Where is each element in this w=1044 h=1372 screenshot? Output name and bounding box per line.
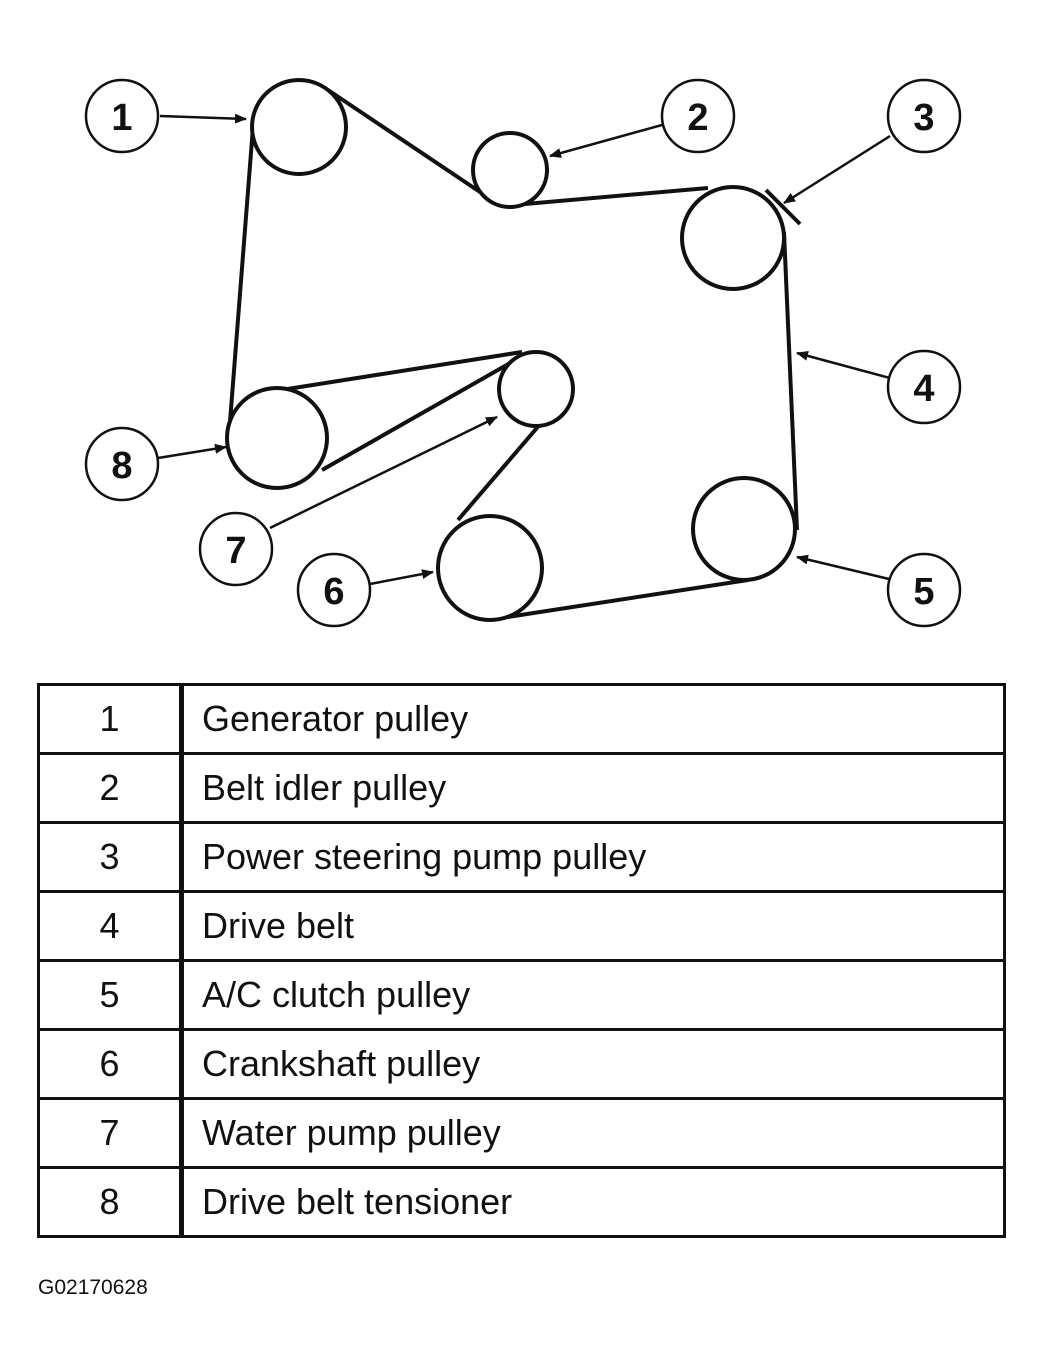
legend-row: 2 Belt idler pulley [37, 752, 1006, 824]
legend-number: 6 [37, 1028, 183, 1100]
callout-1-label: 1 [111, 97, 132, 139]
callout-1-arrow [159, 113, 247, 124]
ac-clutch-pulley [691, 476, 797, 582]
callout-2-label: 2 [687, 97, 708, 139]
legend-label: A/C clutch pulley [179, 959, 1006, 1031]
legend-label: Drive belt tensioner [179, 1166, 1006, 1238]
callout-4-label: 4 [913, 368, 934, 410]
callout-8-circle [84, 426, 160, 502]
legend-label: Belt idler pulley [179, 752, 1006, 824]
callout-3-circle [886, 78, 962, 154]
legend-label: Generator pulley [179, 683, 1006, 755]
callout-2-circle [660, 78, 736, 154]
legend-label: Power steering pump pulley [179, 821, 1006, 893]
legend-row: 8 Drive belt tensioner [37, 1166, 1006, 1238]
callout-3-label: 3 [913, 97, 934, 139]
callout-4-arrow [796, 351, 891, 380]
callout-3-arrow [783, 134, 891, 205]
legend-label: Water pump pulley [179, 1097, 1006, 1169]
callout-4-circle [886, 349, 962, 425]
drive-belt [228, 88, 802, 622]
drive-belt-tensioner [225, 386, 329, 490]
crankshaft-pulley [436, 514, 544, 622]
legend-number: 8 [37, 1166, 183, 1238]
generator-pulley [250, 78, 348, 176]
power-steering-pump-pulley [680, 185, 786, 291]
figure-code: G02170628 [38, 1276, 148, 1299]
callout-6-arrow [369, 569, 434, 586]
callout-7-arrow [269, 415, 498, 530]
legend-table: 1 Generator pulley 2 Belt idler pulley 3… [37, 683, 1006, 1238]
callout-8-arrow [157, 443, 227, 460]
legend-number: 2 [37, 752, 183, 824]
callout-7-label: 7 [225, 530, 246, 572]
callout-5-arrow [796, 554, 890, 581]
belt-routing-diagram: 1 2 3 4 5 6 7 8 [84, 78, 962, 628]
legend-number: 1 [37, 683, 183, 755]
belt-idler-pulley [471, 131, 549, 209]
callout-5-circle [886, 552, 962, 628]
legend-row: 3 Power steering pump pulley [37, 821, 1006, 893]
legend-number: 4 [37, 890, 183, 962]
water-pump-pulley [497, 350, 575, 428]
callout-6-label: 6 [323, 571, 344, 613]
callout-5-label: 5 [913, 571, 934, 613]
legend-row: 1 Generator pulley [37, 683, 1006, 755]
callout-1-circle [84, 78, 160, 154]
callout-7-circle [198, 511, 274, 587]
callout-8-label: 8 [111, 445, 132, 487]
legend-label: Drive belt [179, 890, 1006, 962]
legend-row: 5 A/C clutch pulley [37, 959, 1006, 1031]
legend-row: 4 Drive belt [37, 890, 1006, 962]
legend-number: 7 [37, 1097, 183, 1169]
callout-6-circle [296, 552, 372, 628]
legend-row: 6 Crankshaft pulley [37, 1028, 1006, 1100]
legend-row: 7 Water pump pulley [37, 1097, 1006, 1169]
callout-2-arrow [549, 123, 663, 158]
legend-label: Crankshaft pulley [179, 1028, 1006, 1100]
legend-number: 5 [37, 959, 183, 1031]
legend-number: 3 [37, 821, 183, 893]
